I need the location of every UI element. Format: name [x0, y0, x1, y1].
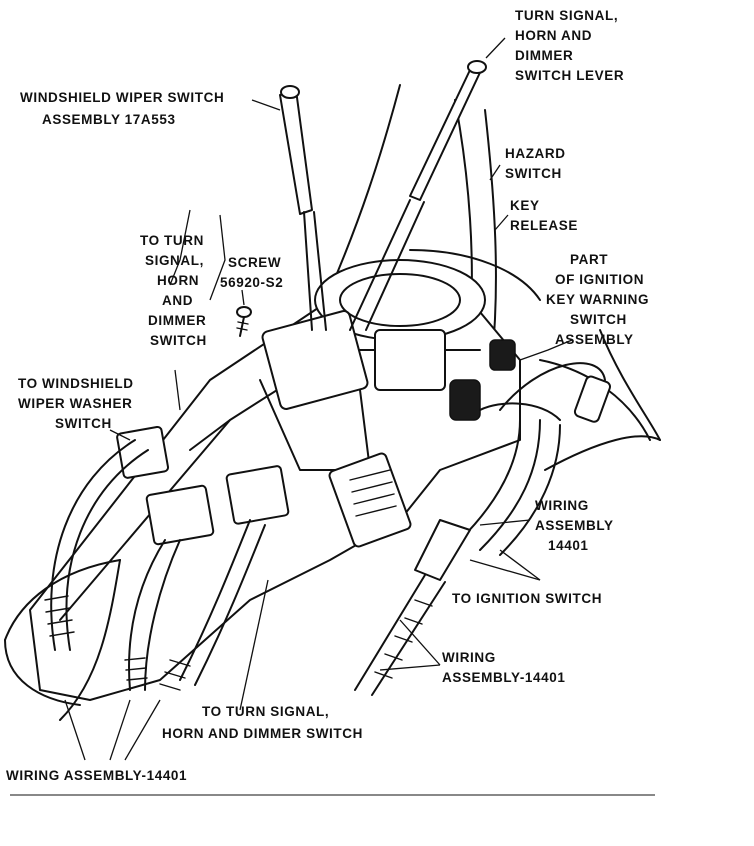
label-line: SIGNAL, — [145, 253, 204, 268]
label-line: WINDSHIELD WIPER SWITCH — [20, 90, 224, 105]
label-line: KEY WARNING — [546, 292, 649, 307]
label-line: ASSEMBLY — [535, 518, 614, 533]
label-line: ASSEMBLY — [555, 332, 634, 347]
label-wiring-14401-right: WIRING ASSEMBLY 14401 — [535, 498, 614, 553]
turn-signal-lever — [349, 60, 487, 331]
label-to-washer-switch: TO WINDSHIELD WIPER WASHER SWITCH — [18, 376, 134, 431]
label-line: HAZARD — [505, 146, 566, 161]
label-ignition-warning: PART OF IGNITION KEY WARNING SWITCH ASSE… — [546, 252, 649, 347]
label-line: TO IGNITION SWITCH — [452, 591, 602, 606]
label-line: TO TURN SIGNAL, — [202, 704, 329, 719]
label-line: SCREW — [228, 255, 281, 270]
leader-lines — [64, 37, 573, 761]
label-turn-signal-lever: TURN SIGNAL, HORN AND DIMMER SWITCH LEVE… — [515, 8, 624, 83]
label-line: WIRING — [535, 498, 589, 513]
label-line: TO TURN — [140, 233, 204, 248]
label-line: WIRING ASSEMBLY-14401 — [6, 768, 187, 783]
label-line: SWITCH — [55, 416, 112, 431]
label-hazard-switch: HAZARD SWITCH — [505, 146, 566, 181]
label-line: SWITCH — [570, 312, 627, 327]
ignition-hub — [259, 259, 516, 471]
label-line: WIPER WASHER — [18, 396, 132, 411]
label-line: AND — [162, 293, 193, 308]
label-line: SWITCH — [505, 166, 562, 181]
label-line: HORN AND DIMMER SWITCH — [162, 726, 363, 741]
label-line: HORN AND — [515, 28, 592, 43]
label-key-release: KEY RELEASE — [510, 198, 578, 233]
label-wiring-14401-lower: WIRING ASSEMBLY-14401 — [442, 650, 565, 685]
screw-part — [236, 306, 252, 337]
wiring-harness-left — [44, 439, 266, 691]
label-to-ignition-switch: TO IGNITION SWITCH — [452, 591, 602, 606]
label-line: 14401 — [548, 538, 589, 553]
label-line: PART — [570, 252, 608, 267]
label-line: HORN — [157, 273, 199, 288]
label-line: RELEASE — [510, 218, 578, 233]
label-line: WIRING — [442, 650, 496, 665]
label-line: SWITCH — [150, 333, 207, 348]
wiring-harness-right — [354, 402, 561, 696]
label-to-turn-signal-lower: TO TURN SIGNAL, HORN AND DIMMER SWITCH — [162, 704, 363, 741]
label-line: ASSEMBLY 17A553 — [42, 112, 176, 127]
label-screw: SCREW 56920-S2 — [220, 255, 283, 290]
label-line: KEY — [510, 198, 540, 213]
label-to-turn-signal-upper: TO TURN SIGNAL, HORN AND DIMMER SWITCH — [140, 233, 207, 348]
label-line: TO WINDSHIELD — [18, 376, 134, 391]
label-line: DIMMER — [148, 313, 206, 328]
label-line: 56920-S2 — [220, 275, 283, 290]
label-line: OF IGNITION — [555, 272, 644, 287]
label-line: SWITCH LEVER — [515, 68, 624, 83]
label-wiring-14401-bottom: WIRING ASSEMBLY-14401 — [6, 768, 187, 783]
connectors — [116, 362, 611, 548]
label-line: DIMMER — [515, 48, 573, 63]
label-line: ASSEMBLY-14401 — [442, 670, 565, 685]
label-wiper-switch: WINDSHIELD WIPER SWITCH ASSEMBLY 17A553 — [20, 90, 224, 127]
label-line: TURN SIGNAL, — [515, 8, 618, 23]
wiper-switch-lever — [279, 85, 327, 331]
